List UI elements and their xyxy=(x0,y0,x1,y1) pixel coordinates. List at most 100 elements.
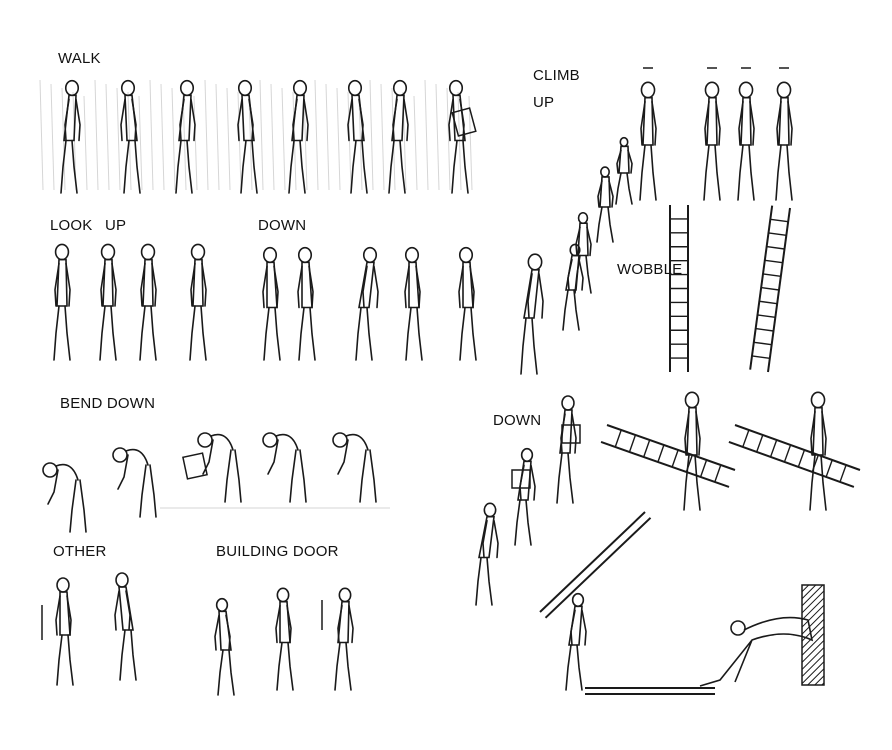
arms xyxy=(738,100,755,146)
arms xyxy=(392,98,409,142)
legs xyxy=(99,305,117,361)
ladder-carried xyxy=(600,424,736,488)
look-down-figure xyxy=(262,246,281,361)
arms xyxy=(179,98,196,142)
head xyxy=(392,79,408,97)
legs xyxy=(683,454,701,511)
walk-figure xyxy=(388,79,409,194)
ladder-rung xyxy=(825,459,833,478)
legs xyxy=(119,629,137,681)
arms xyxy=(347,98,364,142)
faint-sketch-line xyxy=(248,95,253,191)
legs xyxy=(615,172,633,205)
arms xyxy=(114,590,131,631)
ladder-rail xyxy=(600,441,730,488)
faint-sketch-line xyxy=(105,83,110,191)
head xyxy=(458,246,474,264)
ladder-rung xyxy=(761,286,780,291)
ladder-rung xyxy=(770,218,789,223)
arms xyxy=(575,226,592,257)
torso xyxy=(351,94,365,142)
head xyxy=(297,246,313,264)
legs xyxy=(69,479,87,533)
faint-sketch-line xyxy=(303,95,308,191)
head xyxy=(56,577,70,593)
arms xyxy=(560,413,577,454)
label-climb: CLIMB xyxy=(533,67,580,84)
label-bend-down: BEND DOWN xyxy=(60,395,156,412)
legs xyxy=(565,644,583,691)
head xyxy=(571,592,585,608)
ladder-rail xyxy=(606,424,736,471)
head xyxy=(292,79,308,97)
bend-down-figure xyxy=(332,432,377,503)
arms xyxy=(704,100,721,146)
head xyxy=(684,391,700,409)
label-look-down: DOWN xyxy=(258,217,307,234)
head xyxy=(347,79,363,97)
torso xyxy=(118,586,134,631)
label-walk: WALK xyxy=(58,50,101,67)
down-figure xyxy=(514,447,536,546)
torso xyxy=(478,515,495,559)
head xyxy=(338,587,352,603)
ladder-rail xyxy=(734,424,861,471)
arms xyxy=(292,98,309,142)
crashed-figure xyxy=(699,616,814,687)
legs xyxy=(574,254,592,294)
climb-figure xyxy=(574,211,592,294)
faint-sketch-line xyxy=(160,83,165,191)
head xyxy=(561,395,575,411)
ladder-carried xyxy=(728,424,861,488)
head xyxy=(520,447,534,463)
torso xyxy=(55,463,79,481)
ladder-wobble xyxy=(749,205,791,373)
faint-sketch-line xyxy=(138,95,143,191)
head xyxy=(362,246,378,264)
head xyxy=(115,572,129,588)
head xyxy=(190,243,206,261)
head xyxy=(197,432,213,448)
torso xyxy=(102,258,114,307)
other-figure xyxy=(55,577,74,686)
faint-sketch-line xyxy=(171,87,176,191)
legs xyxy=(175,139,193,194)
legs xyxy=(263,306,281,361)
arms xyxy=(362,265,379,309)
head xyxy=(448,79,464,97)
ladder-rail xyxy=(539,511,646,613)
ladder-rung xyxy=(762,273,781,278)
arms xyxy=(297,265,314,309)
arms xyxy=(458,265,475,309)
torso xyxy=(192,258,204,307)
faint-sketch-line xyxy=(446,87,451,191)
ladder-rung xyxy=(751,355,770,360)
ladder-rung xyxy=(756,434,764,453)
body xyxy=(699,616,814,687)
legs xyxy=(53,305,71,361)
walk-figure xyxy=(175,79,196,194)
carrying-figure xyxy=(683,391,701,511)
legs xyxy=(405,306,423,361)
legs xyxy=(123,139,141,194)
faint-sketch-line xyxy=(325,83,330,191)
head xyxy=(483,502,497,518)
ladder-vertical xyxy=(669,205,689,372)
head xyxy=(404,246,420,264)
ladder-rung xyxy=(757,314,776,319)
door-figure xyxy=(334,587,354,691)
label-wobble: WOBBLE xyxy=(617,261,683,278)
torso xyxy=(124,94,138,142)
head xyxy=(730,620,746,636)
head xyxy=(600,166,610,178)
walk-figure xyxy=(237,79,258,194)
arms xyxy=(55,595,72,636)
legs xyxy=(639,144,657,201)
legs xyxy=(56,634,74,686)
legs xyxy=(240,139,258,194)
legs xyxy=(298,306,316,361)
walk-figure xyxy=(120,79,141,194)
torso xyxy=(642,96,654,146)
faint-sketch-line xyxy=(314,79,319,191)
